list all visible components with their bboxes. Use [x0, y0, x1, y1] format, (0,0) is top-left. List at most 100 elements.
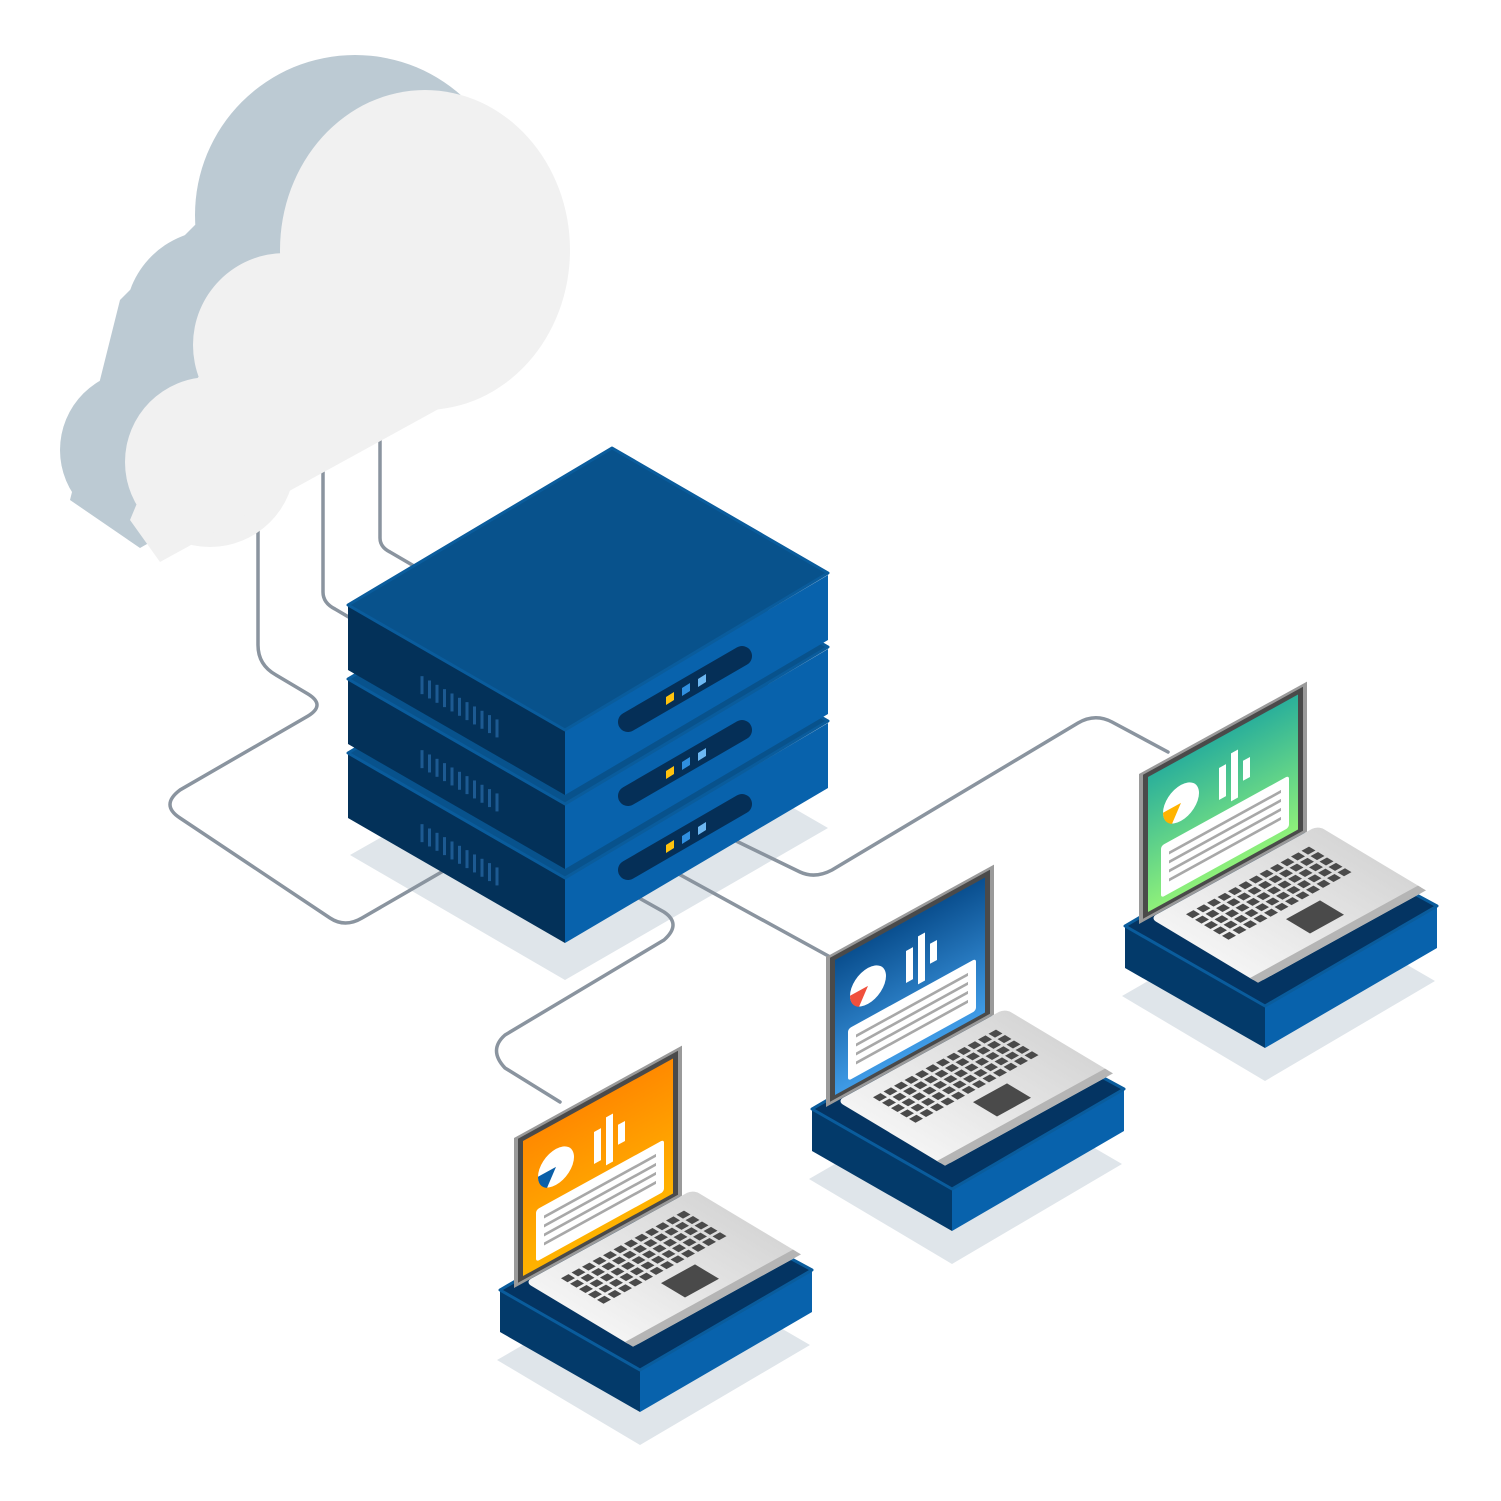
key — [685, 1216, 700, 1225]
key — [631, 1256, 646, 1265]
platform-front — [952, 1089, 1124, 1231]
trackpad — [973, 1083, 1031, 1117]
key — [621, 1261, 635, 1270]
key — [912, 1092, 926, 1101]
key — [1318, 868, 1332, 877]
key — [1204, 920, 1218, 930]
key — [1003, 1062, 1018, 1071]
key — [1244, 909, 1259, 918]
key — [624, 1239, 638, 1248]
key — [1288, 874, 1302, 883]
key — [1270, 863, 1284, 872]
status-led — [698, 674, 706, 687]
key — [1274, 902, 1289, 911]
key — [924, 1075, 938, 1084]
text-line — [1169, 789, 1281, 855]
key — [994, 1057, 1009, 1066]
key — [1295, 891, 1310, 900]
key — [654, 1233, 668, 1242]
key — [579, 1284, 593, 1294]
key — [1319, 857, 1334, 866]
key — [607, 1290, 622, 1299]
key — [673, 1232, 688, 1242]
text-line — [856, 972, 968, 1038]
cable-cloud-1 — [168, 503, 447, 925]
key — [643, 1239, 658, 1248]
platform-front — [1265, 906, 1437, 1048]
status-led — [682, 757, 690, 770]
key — [919, 1109, 934, 1118]
key — [945, 1063, 959, 1072]
text-line — [544, 1180, 656, 1246]
laptop-orange — [497, 1045, 814, 1445]
key — [976, 1046, 991, 1055]
key — [901, 1098, 916, 1107]
cable-cloud-3 — [378, 438, 416, 568]
key — [904, 1075, 919, 1084]
key — [1280, 858, 1295, 867]
key — [894, 1081, 908, 1090]
key — [1006, 1040, 1021, 1049]
key — [1235, 903, 1250, 912]
text-line — [544, 1171, 656, 1237]
key — [952, 1080, 967, 1089]
key — [661, 1249, 676, 1258]
key — [682, 1238, 697, 1247]
key — [1228, 887, 1242, 896]
key — [1268, 875, 1283, 884]
key — [955, 1058, 970, 1067]
key — [913, 1081, 928, 1090]
key — [909, 1114, 923, 1123]
key — [1216, 904, 1230, 913]
text-line — [856, 981, 968, 1047]
cable-cloud-2 — [321, 468, 354, 621]
key — [1253, 914, 1268, 923]
key — [712, 1232, 727, 1241]
laptop-screen — [514, 1045, 682, 1288]
key — [1256, 892, 1271, 901]
key — [580, 1273, 595, 1282]
key — [1264, 908, 1278, 917]
key — [1300, 857, 1314, 866]
key — [936, 1058, 950, 1067]
keyboard-deck — [528, 1191, 801, 1347]
status-led — [698, 748, 706, 761]
key — [1306, 885, 1320, 894]
key — [1301, 846, 1316, 855]
key — [891, 1103, 905, 1113]
key — [1265, 897, 1280, 906]
key — [681, 1249, 695, 1258]
bar-chart-bar — [618, 1120, 625, 1145]
trackpad — [661, 1264, 719, 1298]
trackpad — [1286, 900, 1344, 934]
key — [651, 1255, 665, 1264]
key — [942, 1086, 956, 1095]
key — [628, 1278, 643, 1287]
key — [1222, 931, 1236, 940]
key — [922, 1086, 937, 1095]
key — [676, 1210, 691, 1219]
status-led — [682, 683, 690, 696]
key — [996, 1046, 1010, 1055]
key — [612, 1256, 626, 1265]
key — [598, 1284, 613, 1293]
key — [1307, 874, 1322, 883]
key — [571, 1268, 586, 1277]
cloud-front — [125, 90, 570, 562]
key — [597, 1295, 611, 1304]
key — [915, 1070, 929, 1079]
key — [1237, 892, 1251, 901]
server-rack-icon — [346, 446, 830, 943]
bar-chart-bar — [930, 939, 937, 964]
key — [619, 1273, 634, 1282]
pie-slice — [849, 985, 868, 1007]
platform-side — [500, 1290, 640, 1412]
key — [1298, 868, 1313, 878]
key — [978, 1035, 992, 1044]
laptop-screen — [1139, 681, 1307, 924]
key — [1267, 886, 1281, 895]
key — [1005, 1051, 1019, 1060]
key — [1258, 880, 1272, 889]
key — [633, 1244, 647, 1253]
key — [883, 1087, 898, 1096]
